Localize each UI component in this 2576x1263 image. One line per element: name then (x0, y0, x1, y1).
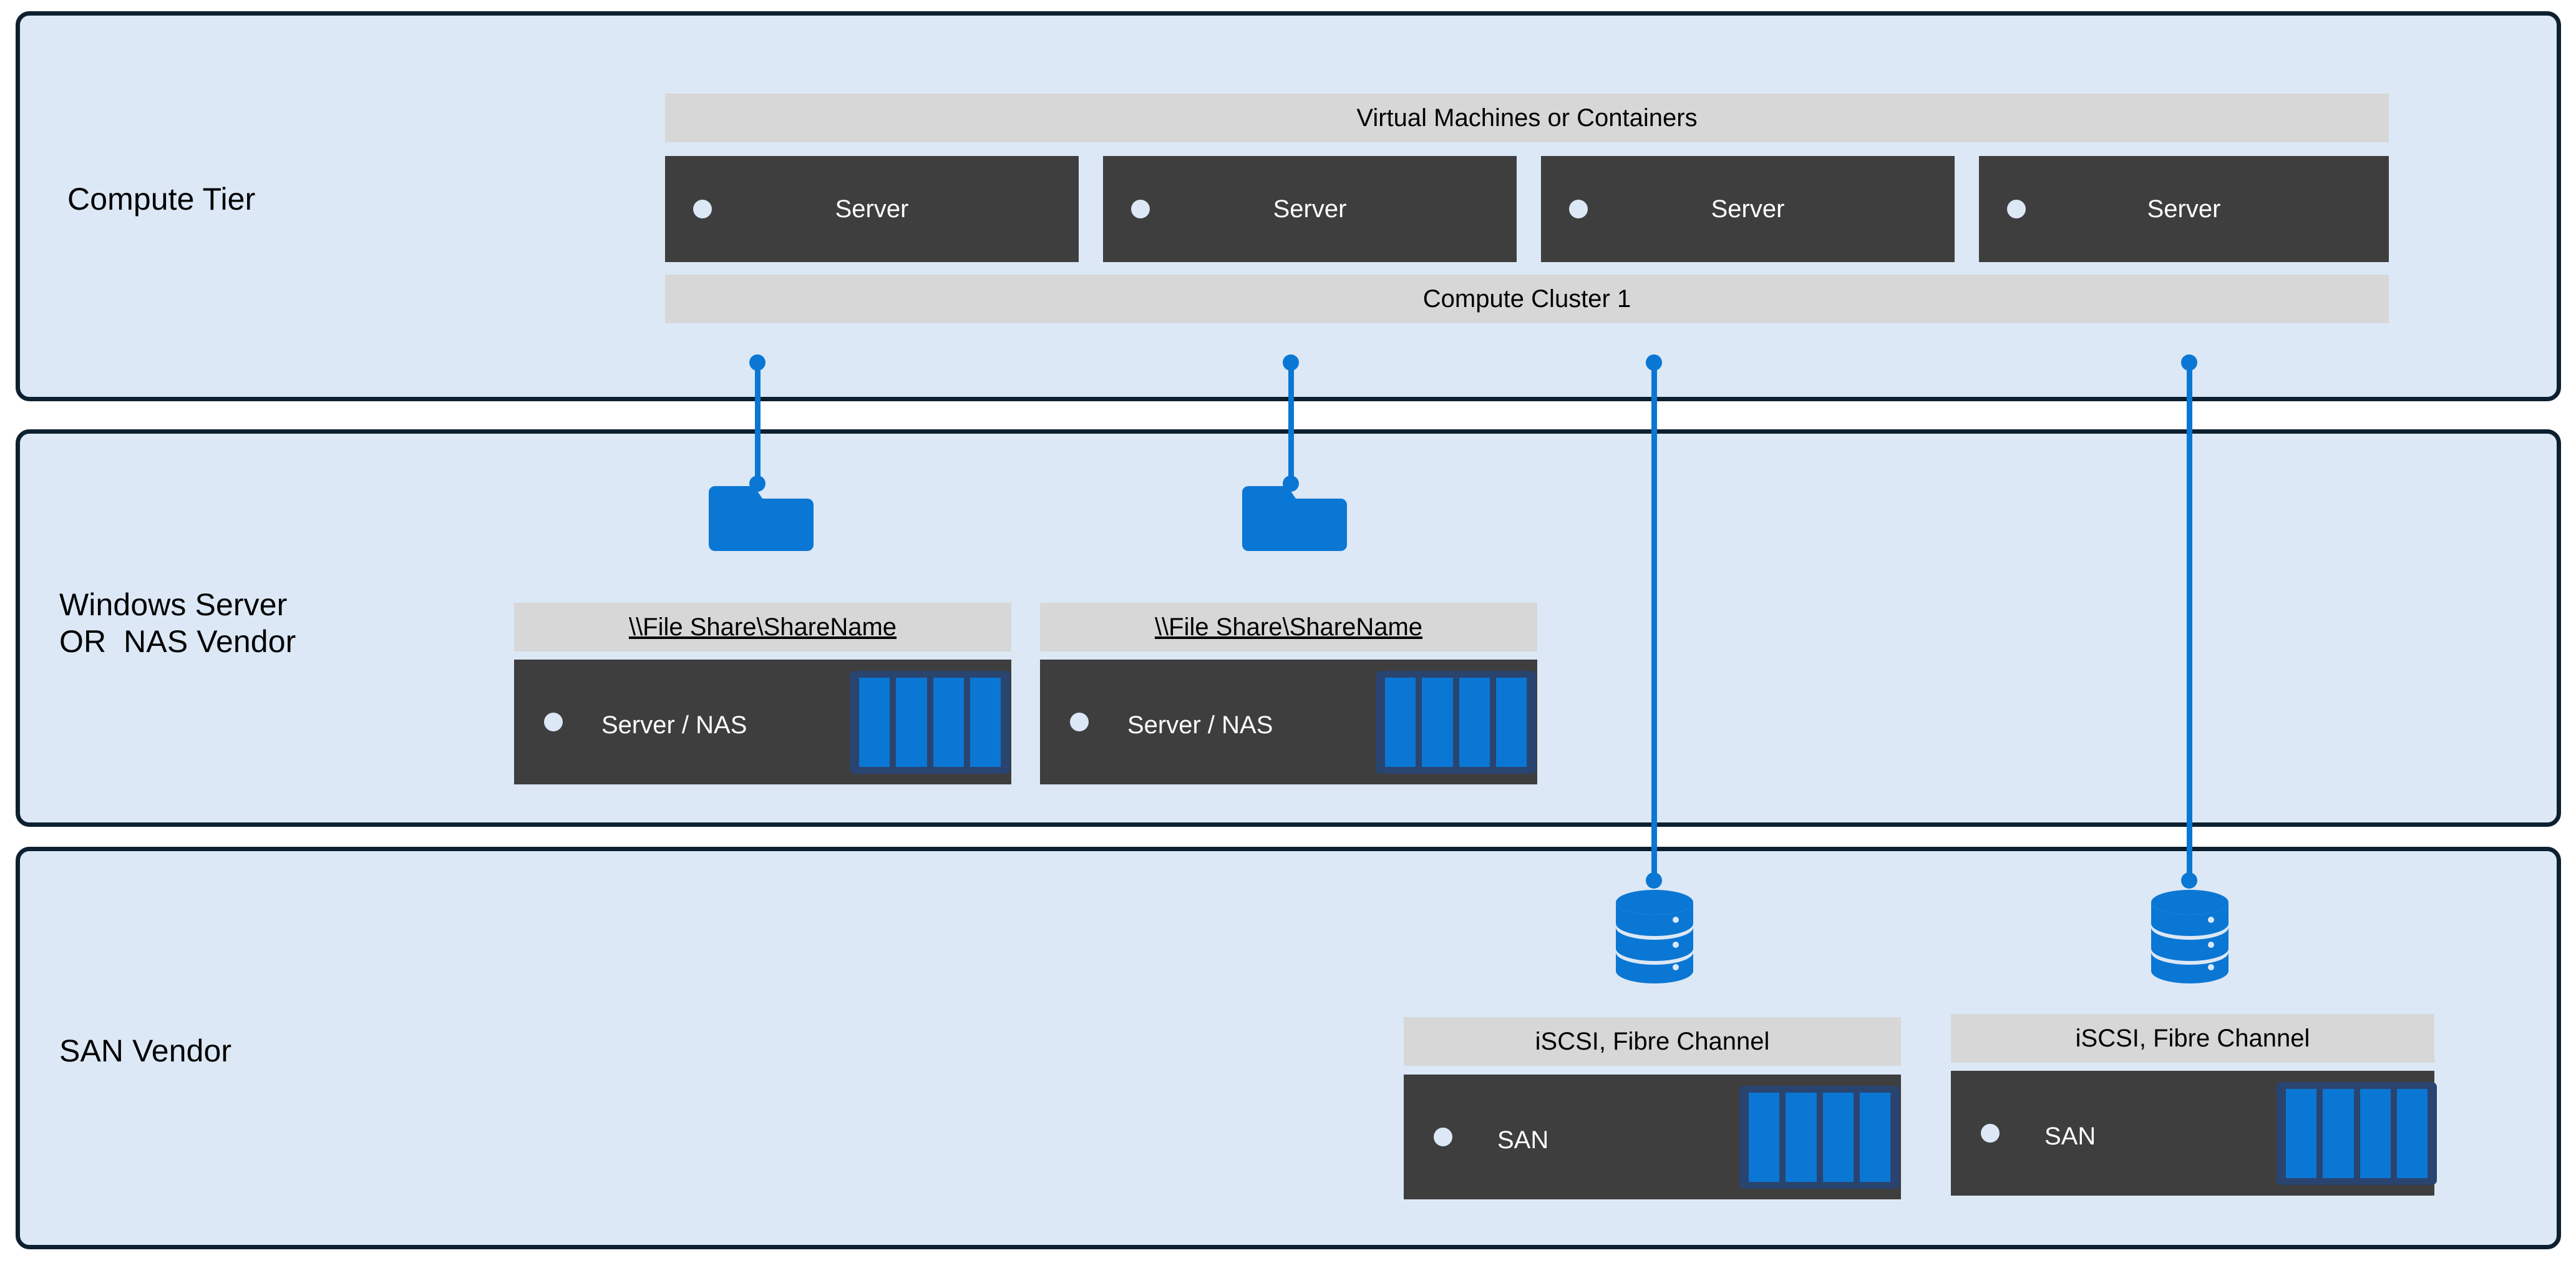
connector-endpoint-bottom (2181, 872, 2197, 889)
compute-server-2-label: Server (1273, 195, 1347, 223)
connector-endpoint-top (2181, 354, 2197, 371)
status-dot (1131, 200, 1150, 218)
disk-array-icon (2277, 1082, 2437, 1185)
compute-server-3[interactable]: Server (1541, 156, 1955, 262)
file-node-1[interactable]: Server / NAS (514, 660, 1011, 784)
status-dot (2007, 200, 2026, 218)
san-protocol-caption-1: iSCSI, Fibre Channel (1404, 1017, 1901, 1066)
disk-bar (1786, 1093, 1817, 1182)
compute-server-3-label: Server (1711, 195, 1785, 223)
connector-endpoint-bottom (1646, 872, 1662, 889)
status-dot (544, 713, 563, 731)
disk-bar (896, 678, 927, 767)
disk-array-icon (850, 671, 1010, 774)
disk-bar (933, 678, 964, 767)
status-dot (1981, 1124, 2000, 1143)
connector-endpoint-top (1646, 354, 1662, 371)
compute-server-1-label: Server (835, 195, 909, 223)
disk-bar (1422, 678, 1453, 767)
connector-endpoint-top (749, 354, 766, 371)
compute-vm-caption: Virtual Machines or Containers (665, 94, 2389, 142)
disk-bar (1385, 678, 1416, 767)
status-dot (1070, 713, 1089, 731)
file-node-2-label: Server / NAS (1127, 711, 1273, 739)
status-dot (1569, 200, 1588, 218)
tier-label-compute: Compute Tier (67, 182, 256, 217)
disk-bar (859, 678, 890, 767)
disk-bar (1859, 1093, 1890, 1182)
disk-bar (1495, 678, 1527, 767)
disk-bar (2396, 1089, 2428, 1178)
san-node-2-label: SAN (2044, 1123, 2096, 1150)
compute-server-2[interactable]: Server (1103, 156, 1517, 262)
disk-array-icon (1376, 671, 1536, 774)
folder-icon (709, 486, 814, 551)
connector-compute1-to-file1 (755, 359, 761, 487)
connector-endpoint-top (1283, 354, 1299, 371)
tier-label-file-line2: OR NAS Vendor (59, 624, 296, 659)
file-share-caption-2: \\File Share\ShareName (1040, 603, 1537, 651)
compute-server-4[interactable]: Server (1979, 156, 2389, 262)
san-node-2[interactable]: SAN (1951, 1071, 2437, 1196)
connector-compute2-to-file2 (1288, 359, 1294, 487)
compute-server-4-label: Server (2147, 195, 2221, 223)
database-icon (1616, 890, 1693, 983)
compute-cluster-caption: Compute Cluster 1 (665, 275, 2389, 323)
disk-bar (2360, 1089, 2391, 1178)
disk-bar (1749, 1093, 1780, 1182)
disk-bar (970, 678, 1001, 767)
disk-bar (2286, 1089, 2317, 1178)
tier-label-file-line1: Windows Server (59, 587, 288, 622)
disk-bar (1822, 1093, 1854, 1182)
status-dot (1434, 1128, 1452, 1146)
compute-server-1[interactable]: Server (665, 156, 1079, 262)
database-icon (2151, 890, 2228, 983)
status-dot (693, 200, 712, 218)
file-share-caption-1: \\File Share\ShareName (514, 603, 1011, 651)
file-node-2[interactable]: Server / NAS (1040, 660, 1537, 784)
disk-bar (2323, 1089, 2354, 1178)
connector-compute3-to-san1 (1651, 359, 1657, 883)
san-protocol-caption-2: iSCSI, Fibre Channel (1951, 1014, 2434, 1063)
san-node-1-label: SAN (1497, 1126, 1549, 1154)
tier-label-san: SAN Vendor (59, 1033, 232, 1068)
connector-compute4-to-san2 (2187, 359, 2192, 883)
san-node-1[interactable]: SAN (1404, 1075, 1901, 1199)
disk-bar (1459, 678, 1490, 767)
disk-array-icon (1739, 1086, 1900, 1189)
file-node-1-label: Server / NAS (601, 711, 747, 739)
folder-icon (1242, 486, 1347, 551)
